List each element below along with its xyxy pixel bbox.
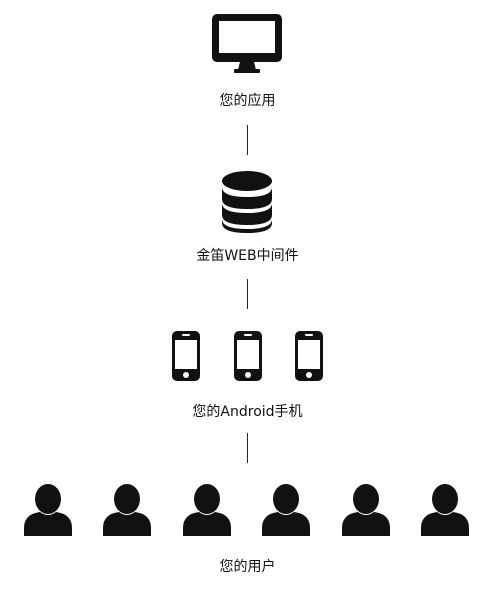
devices-label: 您的Android手机 bbox=[192, 404, 303, 420]
devices-tier: 您的Android手机 bbox=[0, 325, 495, 420]
users-tier: 您的用户 bbox=[0, 480, 495, 590]
users-label: 您的用户 bbox=[219, 559, 276, 575]
user-icon bbox=[262, 484, 310, 536]
connector-line bbox=[247, 125, 248, 155]
monitor-icon bbox=[212, 14, 282, 73]
user-icon bbox=[421, 484, 469, 536]
smartphone-icon bbox=[172, 331, 200, 381]
smartphone-icon bbox=[295, 331, 323, 381]
app-label: 您的应用 bbox=[219, 93, 276, 109]
app-tier: 您的应用 bbox=[0, 0, 495, 115]
middleware-tier: 金笛WEB中间件 bbox=[0, 165, 495, 275]
middleware-label: 金笛WEB中间件 bbox=[196, 248, 299, 264]
connector-line bbox=[247, 433, 248, 463]
user-icon bbox=[183, 484, 231, 536]
smartphone-icon bbox=[234, 331, 262, 381]
user-icon bbox=[103, 484, 151, 536]
user-icon bbox=[342, 484, 390, 536]
user-icon bbox=[24, 484, 72, 536]
connector-line bbox=[247, 279, 248, 309]
database-icon bbox=[222, 171, 272, 233]
